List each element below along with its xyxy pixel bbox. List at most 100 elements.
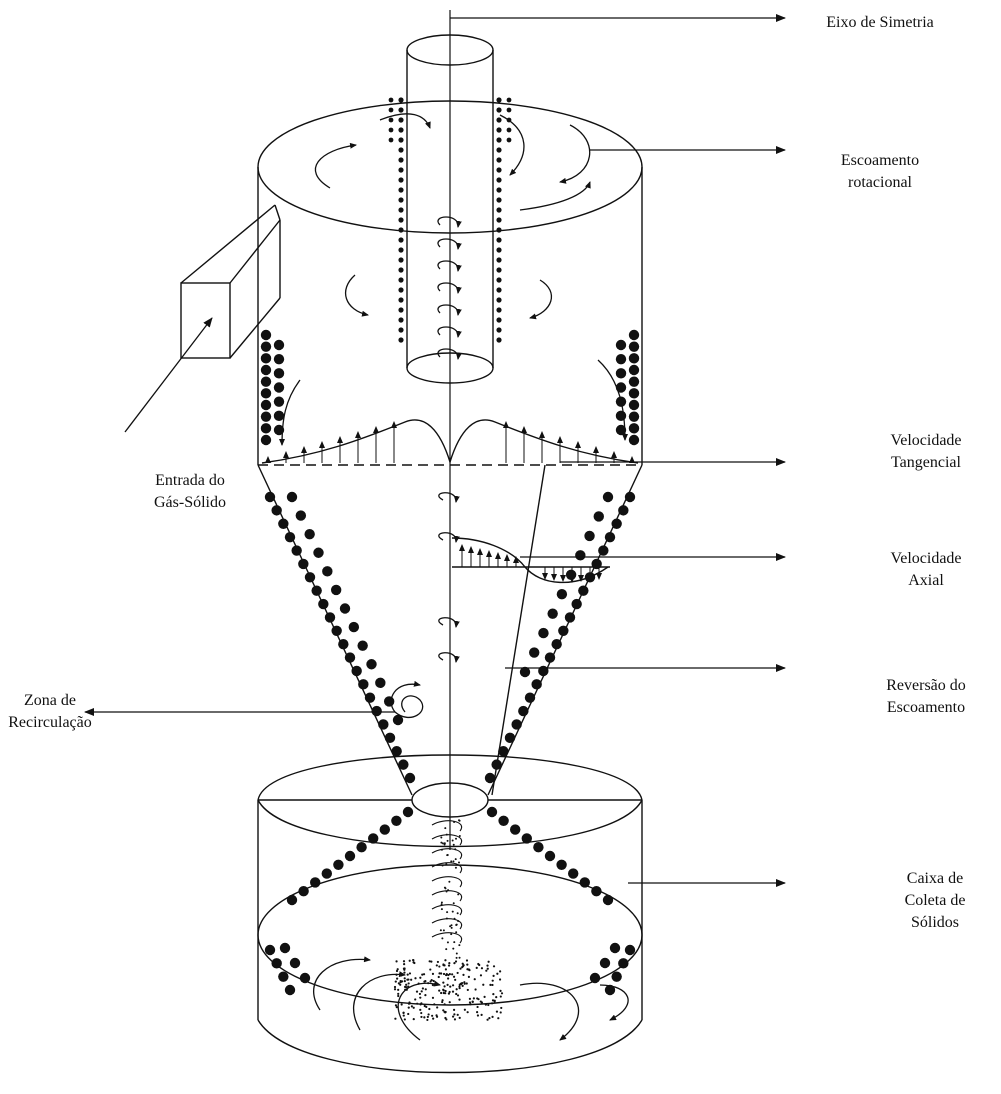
- dust-dot: [476, 997, 478, 999]
- dust-dot: [466, 959, 468, 961]
- dust-dot: [397, 993, 399, 995]
- dust-dot: [486, 965, 488, 967]
- dust-dot: [395, 980, 397, 982]
- particle-dot: [533, 842, 543, 852]
- callout-entrada-arrow: [125, 318, 212, 432]
- particle-dot: [278, 971, 288, 981]
- dust-dot: [443, 973, 445, 975]
- particle-dot: [616, 354, 626, 364]
- particle-dot: [525, 693, 535, 703]
- rotation-arrow: [380, 114, 430, 128]
- particle-dot: [389, 108, 394, 113]
- particle-dot: [325, 612, 335, 622]
- particle-dot: [261, 423, 271, 433]
- label-line: rotacional: [820, 172, 940, 194]
- particle-dot: [300, 973, 310, 983]
- particle-dot: [389, 98, 394, 103]
- particle-dot: [274, 340, 284, 350]
- dust-dot: [457, 972, 459, 974]
- particle-dot: [368, 833, 378, 843]
- particle-dot: [496, 287, 501, 292]
- dust-dot: [424, 1005, 426, 1007]
- label-line: Gás-Sólido: [130, 492, 250, 514]
- particle-dot: [290, 958, 300, 968]
- particle-dot: [507, 138, 512, 143]
- particle-dot: [496, 197, 501, 202]
- core-spiral: [438, 327, 458, 337]
- particle-dot: [345, 851, 355, 861]
- dust-dot: [450, 860, 452, 862]
- dust-dot: [404, 986, 406, 988]
- dust-dot: [403, 1014, 405, 1016]
- particle-dot: [285, 985, 295, 995]
- dust-dot: [432, 997, 434, 999]
- dust-dot: [420, 1016, 422, 1018]
- label-line: Axial: [866, 570, 986, 592]
- particle-dot: [398, 147, 403, 152]
- dust-dot: [451, 927, 453, 929]
- dust-dot: [445, 990, 447, 992]
- particle-dot: [518, 706, 528, 716]
- particle-dot: [398, 327, 403, 332]
- dust-dot: [500, 995, 502, 997]
- particle-dot: [313, 548, 323, 558]
- particle-dot: [274, 354, 284, 364]
- dust-dot: [480, 1000, 482, 1002]
- particle-dot: [385, 733, 395, 743]
- particle-dot: [629, 365, 639, 375]
- dust-dot: [403, 968, 405, 970]
- dust-dot: [481, 967, 483, 969]
- dust-dot: [445, 948, 447, 950]
- particle-dot: [584, 531, 594, 541]
- dust-dot: [395, 960, 397, 962]
- dust-dot: [404, 980, 406, 982]
- reversal-boundary: [492, 465, 545, 795]
- dust-dot: [452, 911, 454, 913]
- dust-dot: [444, 1003, 446, 1005]
- dust-dot: [409, 960, 411, 962]
- particle-dot: [398, 137, 403, 142]
- particle-dot: [594, 511, 604, 521]
- dust-dot: [426, 1019, 428, 1021]
- dust-dot: [489, 984, 491, 986]
- particle-dot: [498, 816, 508, 826]
- core-swirl: [439, 493, 456, 502]
- inlet-box: [181, 283, 230, 358]
- dust-dot: [398, 982, 400, 984]
- particle-dot: [398, 317, 403, 322]
- particle-dot: [496, 117, 501, 122]
- dust-dot: [455, 838, 457, 840]
- particle-dot: [398, 759, 408, 769]
- particle-dot: [398, 267, 403, 272]
- particle-dot: [571, 599, 581, 609]
- particle-dot: [538, 666, 548, 676]
- dust-dot: [452, 991, 454, 993]
- particle-dot: [389, 128, 394, 133]
- dust-dot: [481, 1014, 483, 1016]
- particle-dot: [496, 317, 501, 322]
- dust-dot: [487, 968, 489, 970]
- dust-dot: [438, 965, 440, 967]
- dust-dot: [473, 997, 475, 999]
- dust-dot: [441, 937, 443, 939]
- dust-dot: [446, 854, 448, 856]
- particle-dot: [405, 773, 415, 783]
- particle-dot: [507, 128, 512, 133]
- label-line: Velocidade: [866, 430, 986, 452]
- particle-dot: [331, 585, 341, 595]
- particle-dot: [580, 877, 590, 887]
- dust-dot: [445, 863, 447, 865]
- particle-dot: [398, 187, 403, 192]
- dust-dot: [404, 1018, 406, 1020]
- particle-dot: [529, 647, 539, 657]
- particle-dot: [285, 532, 295, 542]
- particle-dot: [391, 816, 401, 826]
- particle-dot: [611, 519, 621, 529]
- dust-dot: [421, 990, 423, 992]
- particle-dot: [603, 492, 613, 502]
- particle-dot: [357, 640, 367, 650]
- core-swirl: [439, 618, 456, 627]
- box-bottom-front: [258, 1020, 642, 1073]
